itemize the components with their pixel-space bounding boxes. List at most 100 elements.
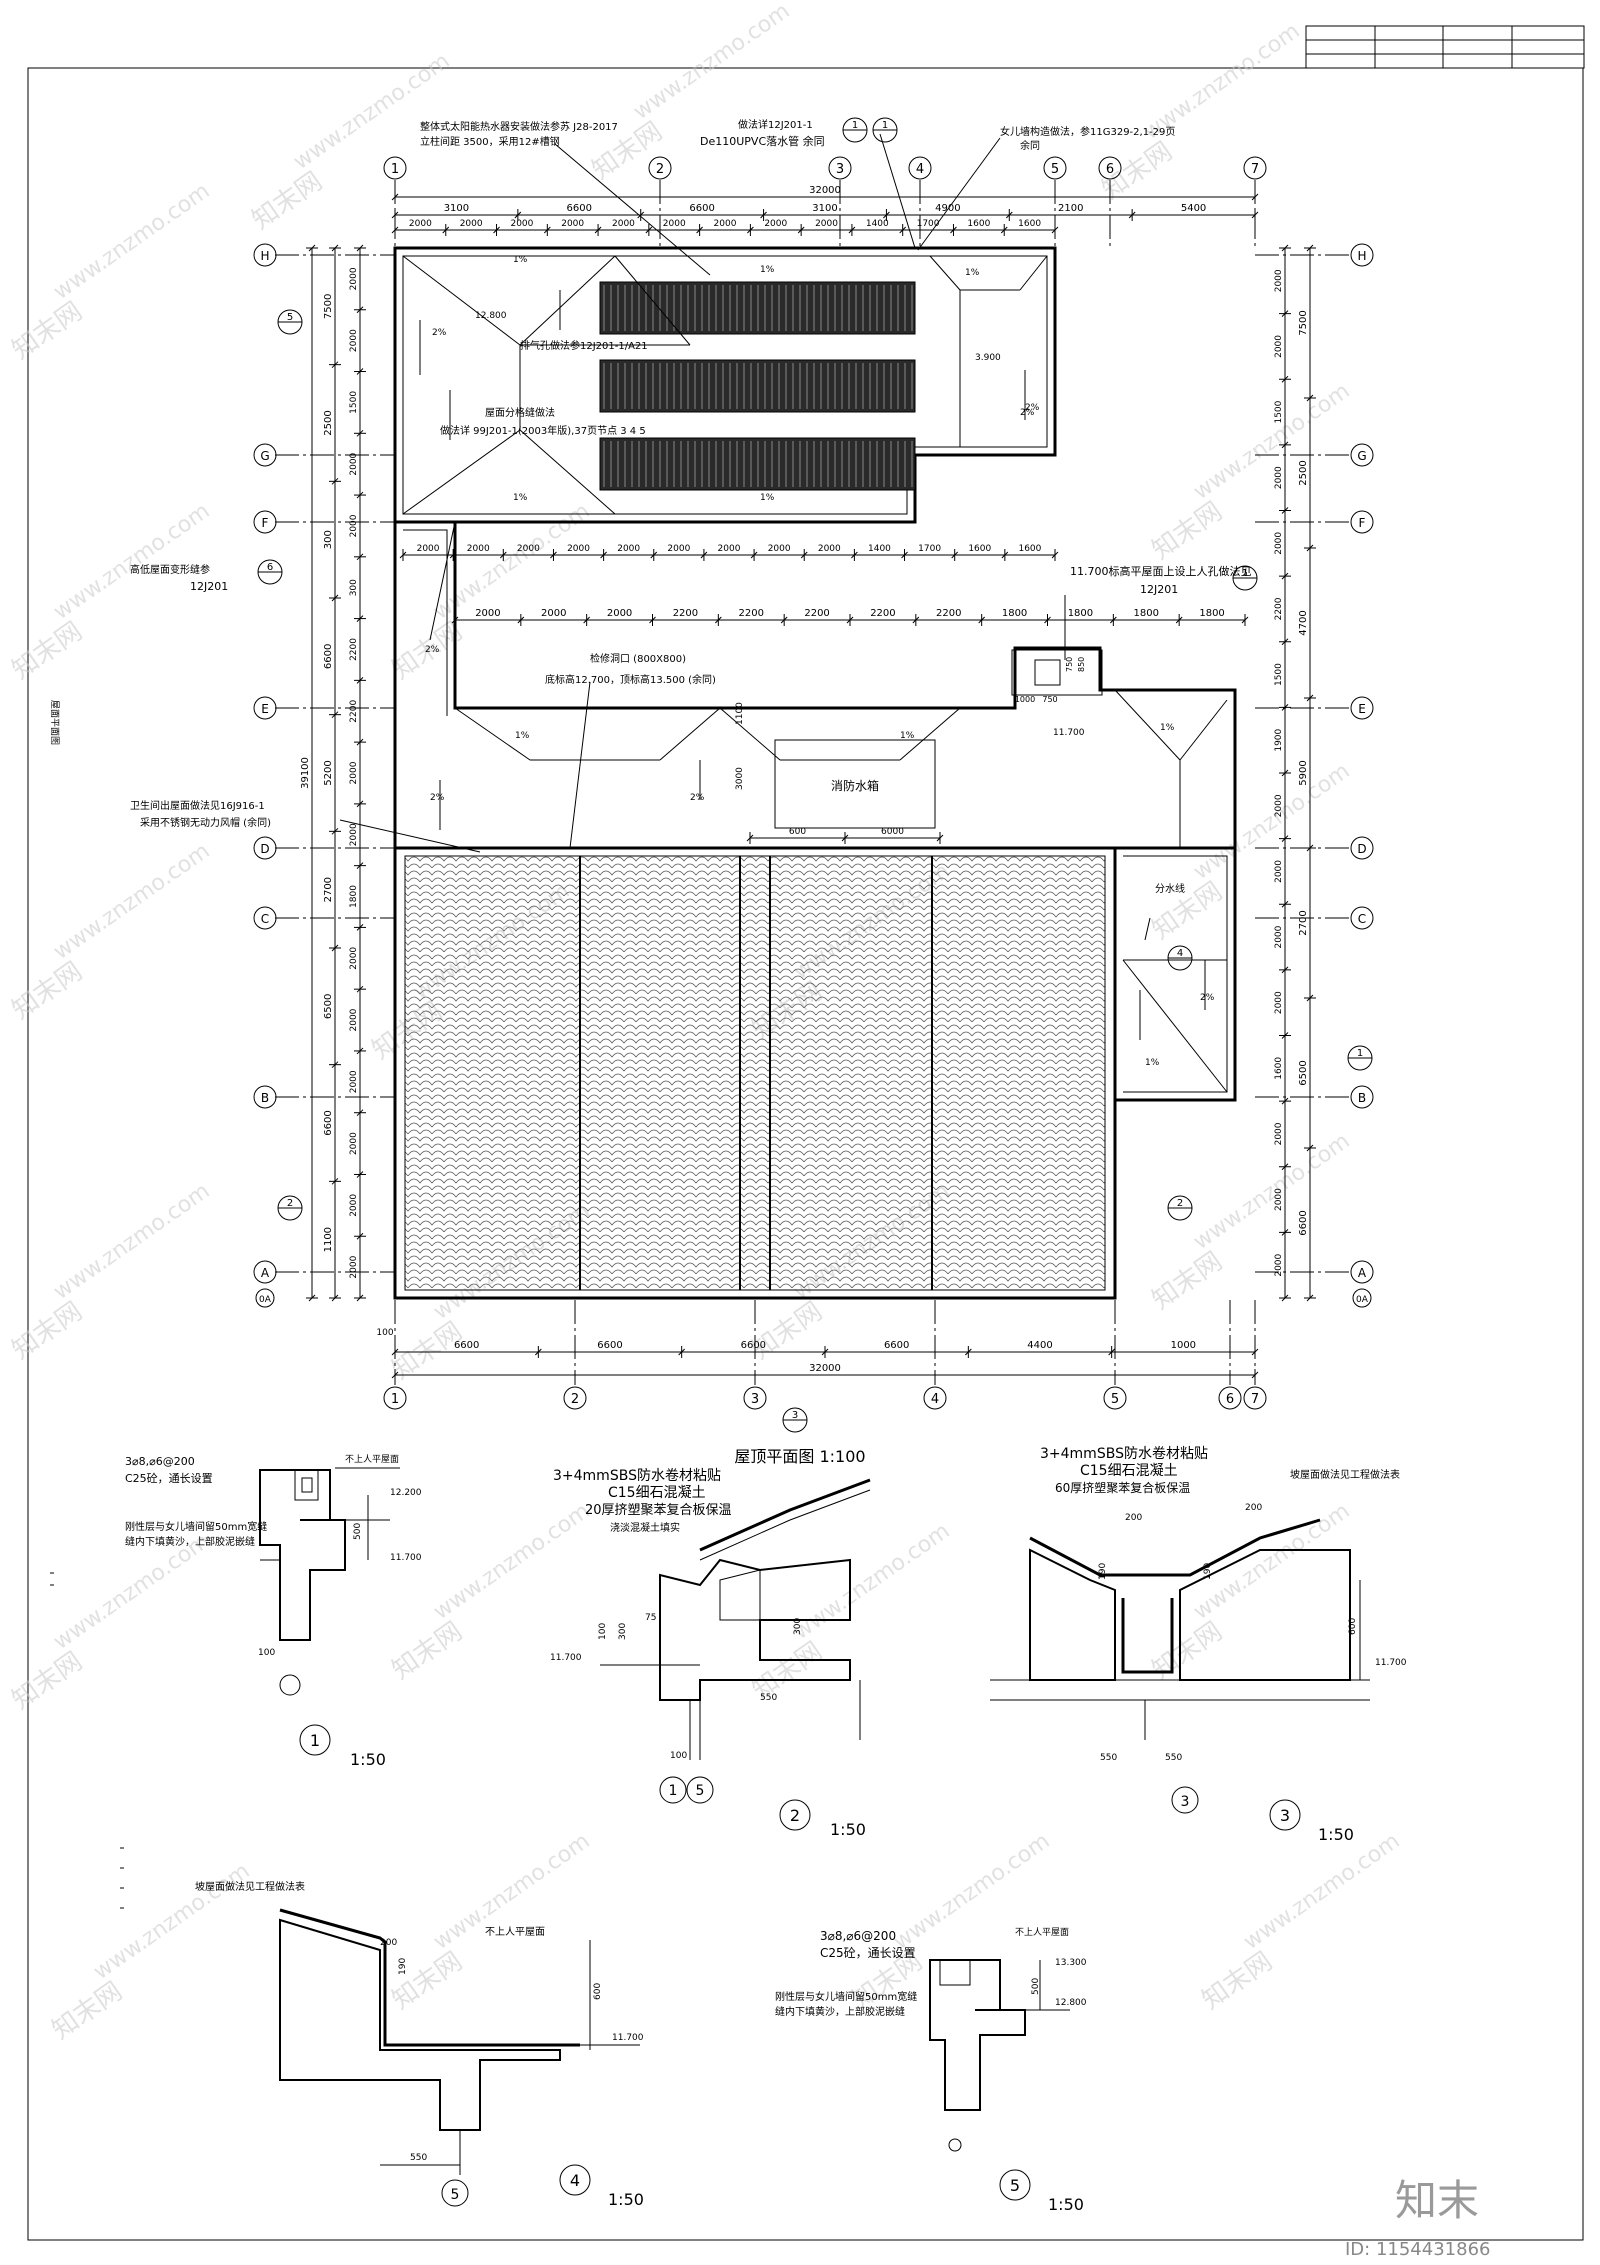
svg-text:1:50: 1:50	[608, 2190, 644, 2209]
svg-text:0A: 0A	[1356, 1295, 1369, 1305]
svg-text:3+4mmSBS防水卷材粘贴: 3+4mmSBS防水卷材粘贴	[553, 1468, 721, 1484]
svg-text:1: 1	[310, 1731, 320, 1750]
dim-text: 2000	[815, 219, 838, 229]
svg-text:1:50: 1:50	[350, 1750, 386, 1769]
id-text: ID: 1154431866	[1345, 2239, 1490, 2260]
svg-text:整体式太阳能热水器安装做法参苏 J28-2017: 整体式太阳能热水器安装做法参苏 J28-2017	[420, 120, 618, 133]
slope-arrows	[419, 290, 1206, 1040]
svg-text:www.znzmo.com: www.znzmo.com	[89, 1859, 254, 1985]
axis-bubble-left	[253, 836, 277, 860]
svg-text:屋面分格缝做法: 屋面分格缝做法	[485, 406, 555, 419]
svg-text:100: 100	[670, 1751, 687, 1761]
svg-text:www.znzmo.com: www.znzmo.com	[49, 499, 214, 625]
svg-text:1%: 1%	[760, 265, 775, 275]
svg-text:不上人平屋面: 不上人平屋面	[1015, 1927, 1069, 1938]
svg-text:11.700标高平屋面上设上人孔做法见: 11.700标高平屋面上设上人孔做法见	[1070, 564, 1252, 578]
dim-text: 2000	[567, 544, 590, 554]
dim-text: 4700	[1298, 610, 1309, 635]
svg-text:坡屋面做法见工程做法表: 坡屋面做法见工程做法表	[1290, 1468, 1400, 1481]
svg-text:底标高12.700，顶标高13.500 (余同): 底标高12.700，顶标高13.500 (余同)	[545, 673, 716, 686]
axis-label: 2	[656, 162, 664, 177]
svg-text:De110UPVC落水管 余同: De110UPVC落水管 余同	[700, 134, 825, 148]
logo: 知末	[1395, 2176, 1479, 2225]
detail-3: 3+4mmSBS防水卷材粘贴 C15细石混凝土 60厚挤塑聚苯复合板保温 坡屋面…	[990, 1446, 1407, 1844]
svg-text:www.znzmo.com: www.znzmo.com	[49, 839, 214, 965]
dim-text: 2200	[349, 700, 359, 723]
dim-text: 1600	[968, 544, 991, 554]
detail-4: 坡屋面做法见工程做法表 不上人平屋面 11.700 200 190 600 55…	[195, 1880, 644, 2209]
title-block	[1305, 25, 1585, 69]
svg-text:知末网: 知末网	[1147, 496, 1228, 565]
svg-text:做法详12J201-1: 做法详12J201-1	[738, 118, 813, 131]
dim-text: 2000	[818, 544, 841, 554]
svg-text:5: 5	[451, 2187, 460, 2203]
dim-text: 2000	[764, 219, 787, 229]
svg-text:300: 300	[793, 1618, 803, 1635]
svg-text:知末网: 知末网	[247, 166, 328, 235]
dim-text: 1500	[349, 391, 359, 414]
svg-text:3000: 3000	[735, 767, 745, 790]
marker-num: 3	[792, 1410, 798, 1421]
svg-text:2%: 2%	[1020, 408, 1035, 418]
axis-label: 5	[1051, 162, 1059, 177]
dim-text: 1800	[349, 885, 359, 908]
svg-text:C25砼，通长设置: C25砼，通长设置	[125, 1472, 213, 1485]
dim-text: 1500	[1274, 663, 1284, 686]
marker-num: 6	[267, 562, 273, 573]
detail-2: 3+4mmSBS防水卷材粘贴 C15细石混凝土 20厚挤塑聚苯复合板保温 浇淡混…	[550, 1468, 871, 1839]
svg-text:高低屋面变形缝参: 高低屋面变形缝参	[130, 563, 210, 576]
axis-bubble-right	[1350, 243, 1374, 267]
axis-label: F	[262, 516, 269, 530]
axis-label: D	[260, 842, 269, 856]
svg-text:分水线: 分水线	[1155, 882, 1185, 895]
svg-text:知末网: 知末网	[1147, 1246, 1228, 1315]
main-title: 屋顶平面图 1:100	[734, 1447, 865, 1466]
axis-label: E	[1358, 702, 1366, 716]
dim-text: 2000	[718, 544, 741, 554]
dim-text: 2200	[936, 608, 961, 619]
dim-text: 2200	[739, 608, 764, 619]
dim-text: 3100	[812, 203, 837, 214]
dim-text: 2000	[768, 544, 791, 554]
axis-bubble-bottom	[1243, 1386, 1267, 1410]
axis-label: H	[1357, 249, 1366, 263]
dim-text: 2000	[1274, 1188, 1284, 1211]
axis-bubble-bottom	[563, 1386, 587, 1410]
svg-text:500: 500	[353, 1523, 363, 1540]
svg-text:2%: 2%	[430, 793, 445, 803]
dim-text: 32000	[809, 1363, 841, 1374]
dim-text: 2000	[349, 823, 359, 846]
dim-text: 1600	[1274, 1057, 1284, 1080]
dim-text: 300	[323, 530, 334, 549]
leader-lines	[339, 133, 1151, 941]
dim-text: 2000	[663, 219, 686, 229]
axis-label: F	[1359, 516, 1366, 530]
dim-text: 2500	[1298, 460, 1309, 485]
dim-text: 4400	[1027, 1340, 1052, 1351]
axis-label: 6	[1226, 1392, 1234, 1407]
svg-text:2: 2	[790, 1806, 800, 1825]
dim-text: 2000	[349, 329, 359, 352]
axis-label: G	[260, 449, 269, 463]
svg-text:600: 600	[1348, 1618, 1358, 1635]
axis-label: 7	[1251, 1392, 1259, 1407]
svg-text:www.znzmo.com: www.znzmo.com	[1139, 19, 1304, 145]
svg-text:知末网: 知末网	[7, 1646, 88, 1715]
dim-text: 6600	[567, 203, 592, 214]
svg-text:坡屋面做法见工程做法表: 坡屋面做法见工程做法表	[195, 1880, 305, 1893]
svg-text:5: 5	[696, 1783, 705, 1799]
dim-text: 7500	[323, 294, 334, 319]
fire-tank-label: 消防水箱	[831, 778, 879, 793]
svg-text:1: 1	[669, 1783, 678, 1799]
dim-text: 2000	[349, 1255, 359, 1278]
dim-text: 1700	[918, 544, 941, 554]
dim-text: 2200	[1274, 597, 1284, 620]
svg-text:1:50: 1:50	[830, 1820, 866, 1839]
marker-num: 1	[882, 120, 888, 131]
axis-bubble-top	[1243, 156, 1267, 180]
dim-text: 2100	[1058, 203, 1083, 214]
dim-text: 2000	[1274, 794, 1284, 817]
elev-3900: 3.900	[975, 353, 1001, 363]
